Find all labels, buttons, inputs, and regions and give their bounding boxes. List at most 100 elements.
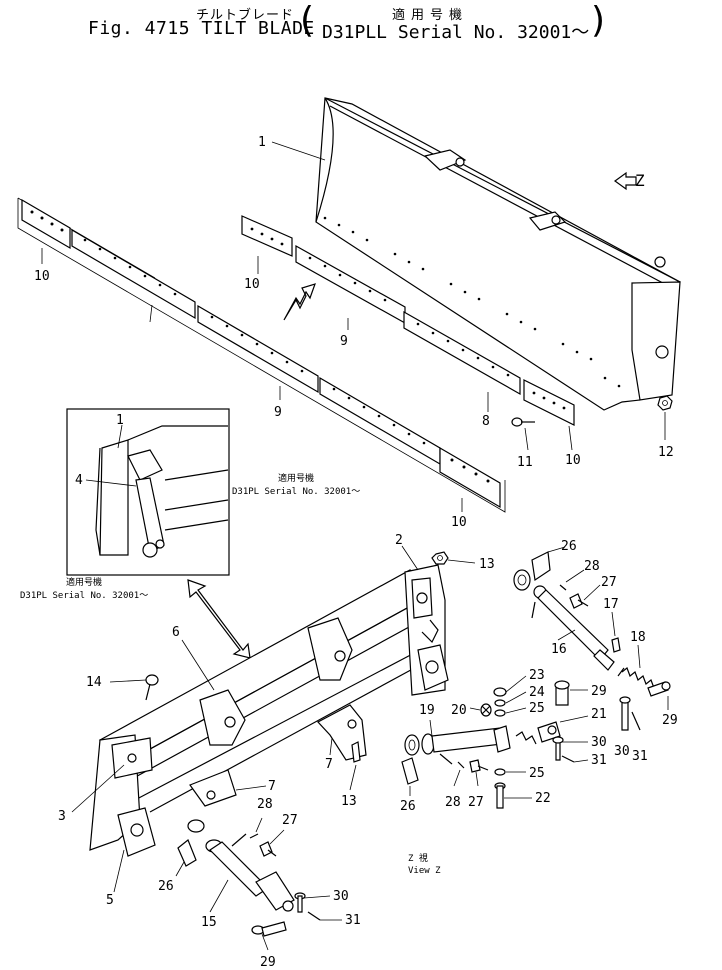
japanese-title: チルトブレード	[196, 8, 295, 23]
washer-25-upper	[494, 709, 506, 717]
rod-end-21	[515, 721, 561, 745]
spring-18	[617, 667, 655, 689]
callout-28-middle: 28	[445, 795, 461, 810]
tilt-cylinder-upper	[531, 585, 615, 671]
callout-11: 11	[517, 455, 533, 470]
callout-2: 2	[395, 533, 403, 548]
nut-23	[493, 687, 507, 697]
pin-29-lower	[251, 921, 287, 937]
open-parenthesis: (	[300, 0, 315, 41]
cap-26-lower	[177, 819, 205, 867]
callout-27-middle: 27	[468, 795, 484, 810]
callout-31-middle: 31	[591, 753, 607, 768]
nut-13-upper	[431, 551, 449, 565]
view-z-letter: Z	[635, 171, 645, 190]
view-z-jp: Z 視	[408, 852, 428, 864]
callout-9-lower: 9	[274, 405, 282, 420]
callout-30-right: 30	[614, 744, 630, 759]
pin-29-middle	[554, 680, 570, 706]
callout-16: 16	[551, 642, 567, 657]
cap-26-upper	[513, 551, 551, 591]
washer-bolt-upper	[559, 584, 589, 609]
middle-serial-note: D31PL Serial No. 32001～	[232, 487, 360, 497]
callout-29-middle: 29	[591, 684, 607, 699]
callout-27-upper: 27	[601, 575, 617, 590]
inset-detail-box	[66, 408, 230, 576]
washer-bolt-middle	[457, 759, 489, 773]
cotter-31-right	[631, 711, 641, 731]
callout-4: 4	[75, 473, 83, 488]
middle-applicable-jp: 適用号機	[278, 472, 314, 484]
callout-10-right: 10	[565, 453, 581, 468]
callout-15: 15	[201, 915, 217, 930]
cutting-edge-bolt	[511, 417, 535, 427]
callout-10-lower: 10	[451, 515, 467, 530]
callout-22: 22	[535, 791, 551, 806]
callout-numbers: 1 10 10 9 9 8 11 10 12 10 1 4 2 13 26 28…	[34, 135, 678, 970]
callout-26-middle: 26	[400, 799, 416, 814]
bolt-22	[494, 782, 506, 809]
callout-18: 18	[630, 630, 646, 645]
callout-28-lower: 28	[257, 797, 273, 812]
pin-30-right	[619, 696, 631, 731]
washer-bolt-lower	[249, 833, 277, 857]
japanese-applicable-label: 適用号機	[392, 8, 469, 23]
exploded-double-arrow-upper	[283, 283, 316, 321]
grease-fitting-17	[611, 637, 621, 653]
washer-25-lower	[494, 768, 506, 776]
bolt-13-lower	[351, 741, 361, 763]
callout-21: 21	[591, 707, 607, 722]
callout-30-lower: 30	[333, 889, 349, 904]
end-bit-upper-right	[523, 379, 575, 426]
callout-19: 19	[419, 703, 435, 718]
end-bit-left	[21, 198, 71, 250]
callout-28-upper: 28	[584, 559, 600, 574]
callout-6: 6	[172, 625, 180, 640]
washer-24	[494, 699, 506, 707]
pin-30-lower	[294, 892, 306, 913]
callout-1-inset: 1	[116, 413, 124, 428]
callout-13-lower: 13	[341, 794, 357, 809]
callout-25-lower: 25	[529, 766, 545, 781]
callout-12: 12	[658, 445, 674, 460]
callout-31-right: 31	[632, 749, 648, 764]
cap-26-middle	[401, 734, 420, 785]
callout-31-lower: 31	[345, 913, 361, 928]
callout-30-middle: 30	[591, 735, 607, 750]
end-bit-upper-left	[241, 215, 293, 257]
view-z-en: View Z	[408, 866, 441, 876]
callout-13-upper: 13	[479, 557, 495, 572]
callout-9-upper: 9	[340, 334, 348, 349]
callout-7-middle: 7	[325, 757, 333, 772]
exploded-double-arrow-inset	[187, 579, 251, 659]
callout-10-upper: 10	[244, 277, 260, 292]
callout-25-upper: 25	[529, 701, 545, 716]
callout-1-blade: 1	[258, 135, 266, 150]
blade-assembly	[315, 97, 681, 411]
callout-26-lower: 26	[158, 879, 174, 894]
bushing-20	[480, 703, 492, 717]
callout-23: 23	[529, 668, 545, 683]
callout-27-lower: 27	[282, 813, 298, 828]
callout-24: 24	[529, 685, 545, 700]
callout-29-lower: 29	[260, 955, 276, 970]
inset-applicable-jp: 適用号機	[66, 576, 102, 588]
callout-8: 8	[482, 414, 490, 429]
cutting-edge-right-lower	[319, 376, 441, 466]
end-bit-right-lower	[439, 446, 501, 509]
cutting-edge-upper-right	[403, 310, 521, 396]
callout-17: 17	[603, 597, 619, 612]
frame-assembly	[89, 564, 449, 857]
callout-26-upper: 26	[561, 539, 577, 554]
pin-30-middle	[552, 736, 564, 761]
serial-range-title: D31PLL Serial No. 32001～	[322, 22, 590, 43]
bolt-14	[145, 674, 159, 701]
tilt-cylinder-15	[205, 833, 295, 912]
cotter-31-lower	[307, 911, 321, 921]
callout-10-left: 10	[34, 269, 50, 284]
close-parenthesis: )	[591, 0, 606, 41]
callout-7-left: 7	[268, 779, 276, 794]
inset-serial-note: D31PL Serial No. 32001～	[20, 591, 148, 601]
cutting-edge-left	[71, 228, 196, 320]
